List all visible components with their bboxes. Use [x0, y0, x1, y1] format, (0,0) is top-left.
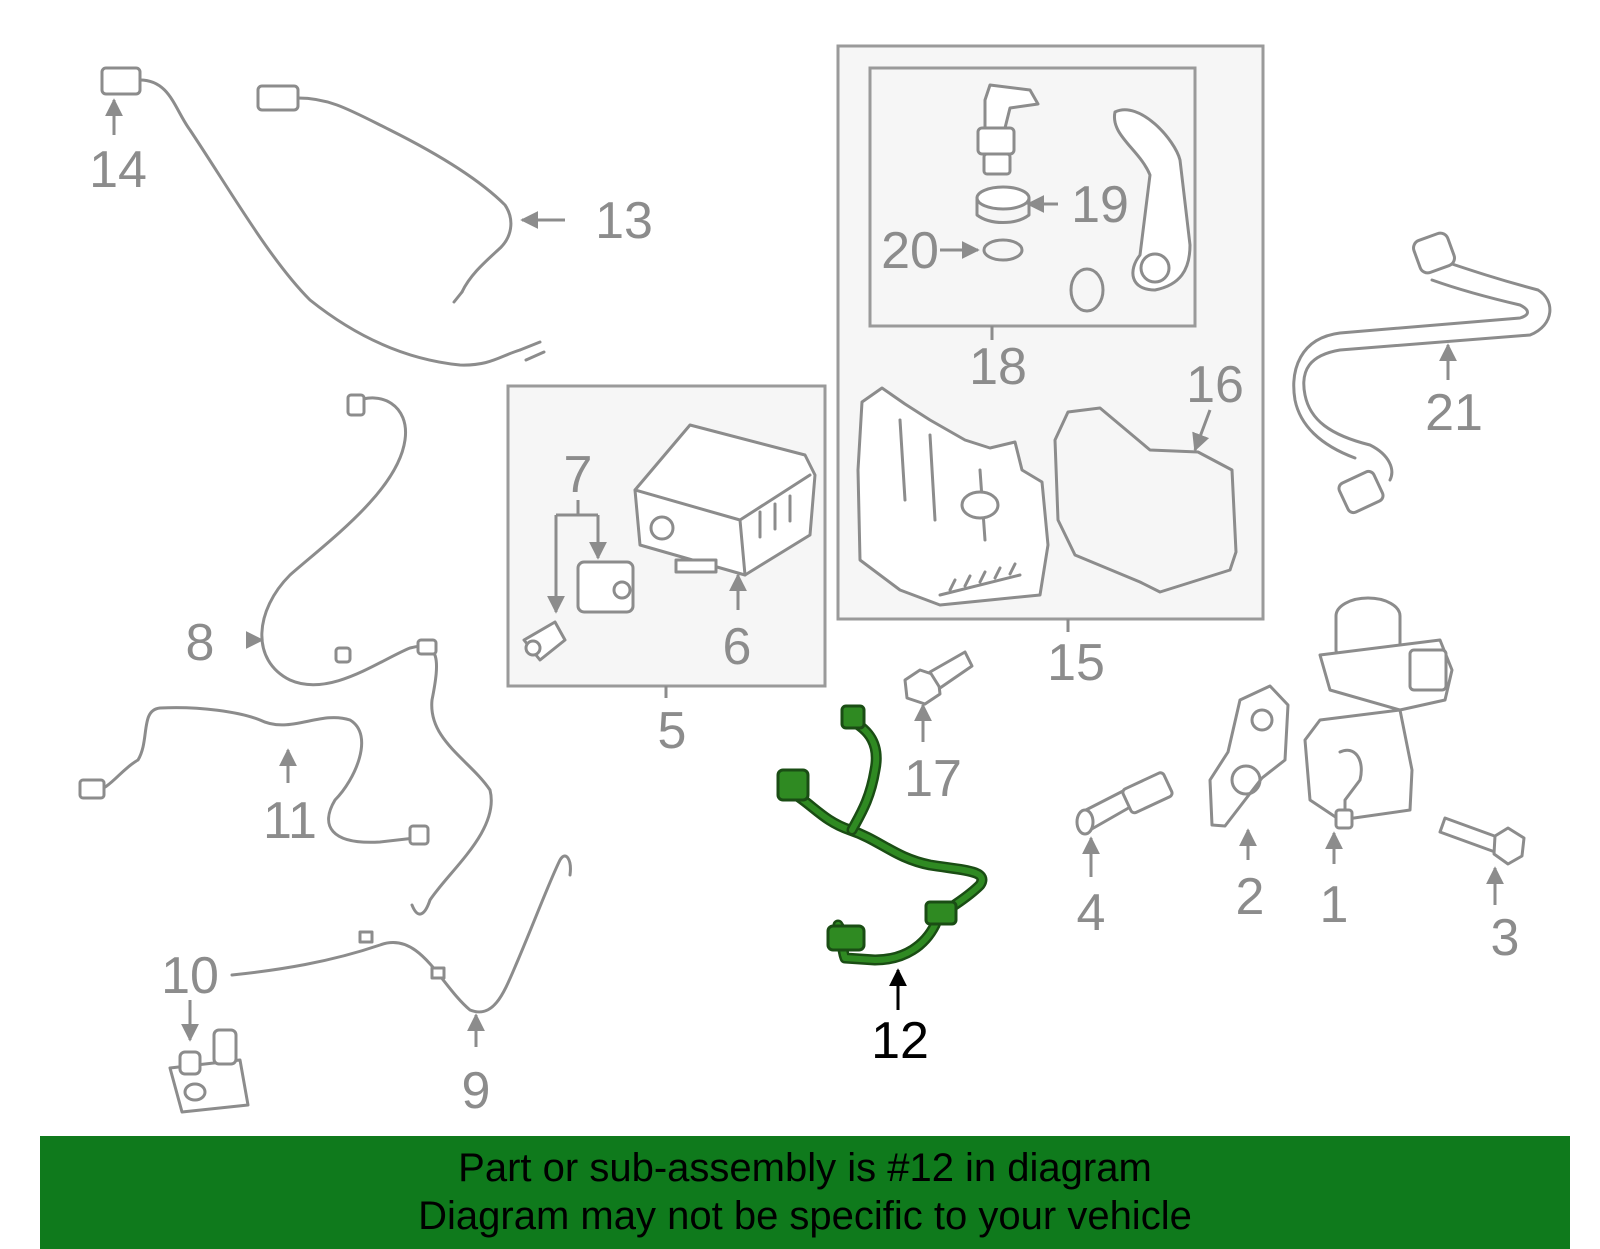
callout-9: 9 [462, 1062, 491, 1120]
callout-6: 6 [723, 618, 752, 676]
callout-11: 11 [263, 792, 317, 850]
callout-4: 4 [1077, 884, 1106, 942]
callout-labels: 1 2 3 4 5 6 7 8 9 10 11 12 13 14 15 16 1… [89, 141, 1519, 1120]
callout-12: 12 [871, 1012, 929, 1070]
banner-part-note: Part or sub-assembly is #12 in diagram [458, 1146, 1152, 1190]
callout-7: 7 [564, 446, 593, 504]
separator-15 [856, 386, 1050, 607]
tube-9 [230, 854, 572, 1014]
callout-leaders [105, 98, 1504, 1047]
callout-3: 3 [1491, 909, 1520, 967]
pcv-valve-18 [976, 83, 1040, 176]
callout-15: 15 [1047, 634, 1105, 692]
sensor-harness-13 [256, 84, 513, 304]
valve-10 [168, 1028, 250, 1114]
egr-valve-1 [1303, 596, 1454, 830]
callout-21: 21 [1425, 384, 1483, 442]
callout-19: 19 [1071, 176, 1129, 234]
sensor-harness-14 [100, 66, 546, 367]
highlighted-harness-12 [776, 704, 988, 966]
canister-6 [633, 423, 817, 577]
sensor-4 [1075, 771, 1174, 836]
callout-18: 18 [969, 338, 1027, 396]
callout-20: 20 [881, 222, 939, 280]
callout-13: 13 [595, 192, 653, 250]
o-ring-20 [982, 238, 1024, 262]
callout-1: 1 [1320, 876, 1349, 934]
callout-8: 8 [186, 614, 215, 672]
bolt-3 [1438, 816, 1526, 866]
harness-11 [78, 706, 430, 846]
o-ring-18 [1069, 267, 1105, 313]
callout-14: 14 [89, 141, 147, 199]
callout-10: 10 [161, 947, 219, 1005]
gasket-16 [1053, 406, 1238, 594]
bolt-17 [903, 650, 974, 706]
callout-16: 16 [1186, 356, 1244, 414]
banner-disclaimer: Diagram may not be specific to your vehi… [418, 1194, 1192, 1238]
harness-8 [260, 393, 493, 916]
info-banner: Part or sub-assembly is #12 in diagram D… [40, 1136, 1570, 1249]
callout-17: 17 [904, 750, 962, 808]
solenoid-7 [522, 560, 635, 662]
gasket-2 [1208, 684, 1290, 828]
hose-21 [1292, 231, 1552, 515]
callout-2: 2 [1236, 868, 1265, 926]
hose-18 [1112, 108, 1192, 292]
callout-5: 5 [658, 702, 687, 760]
